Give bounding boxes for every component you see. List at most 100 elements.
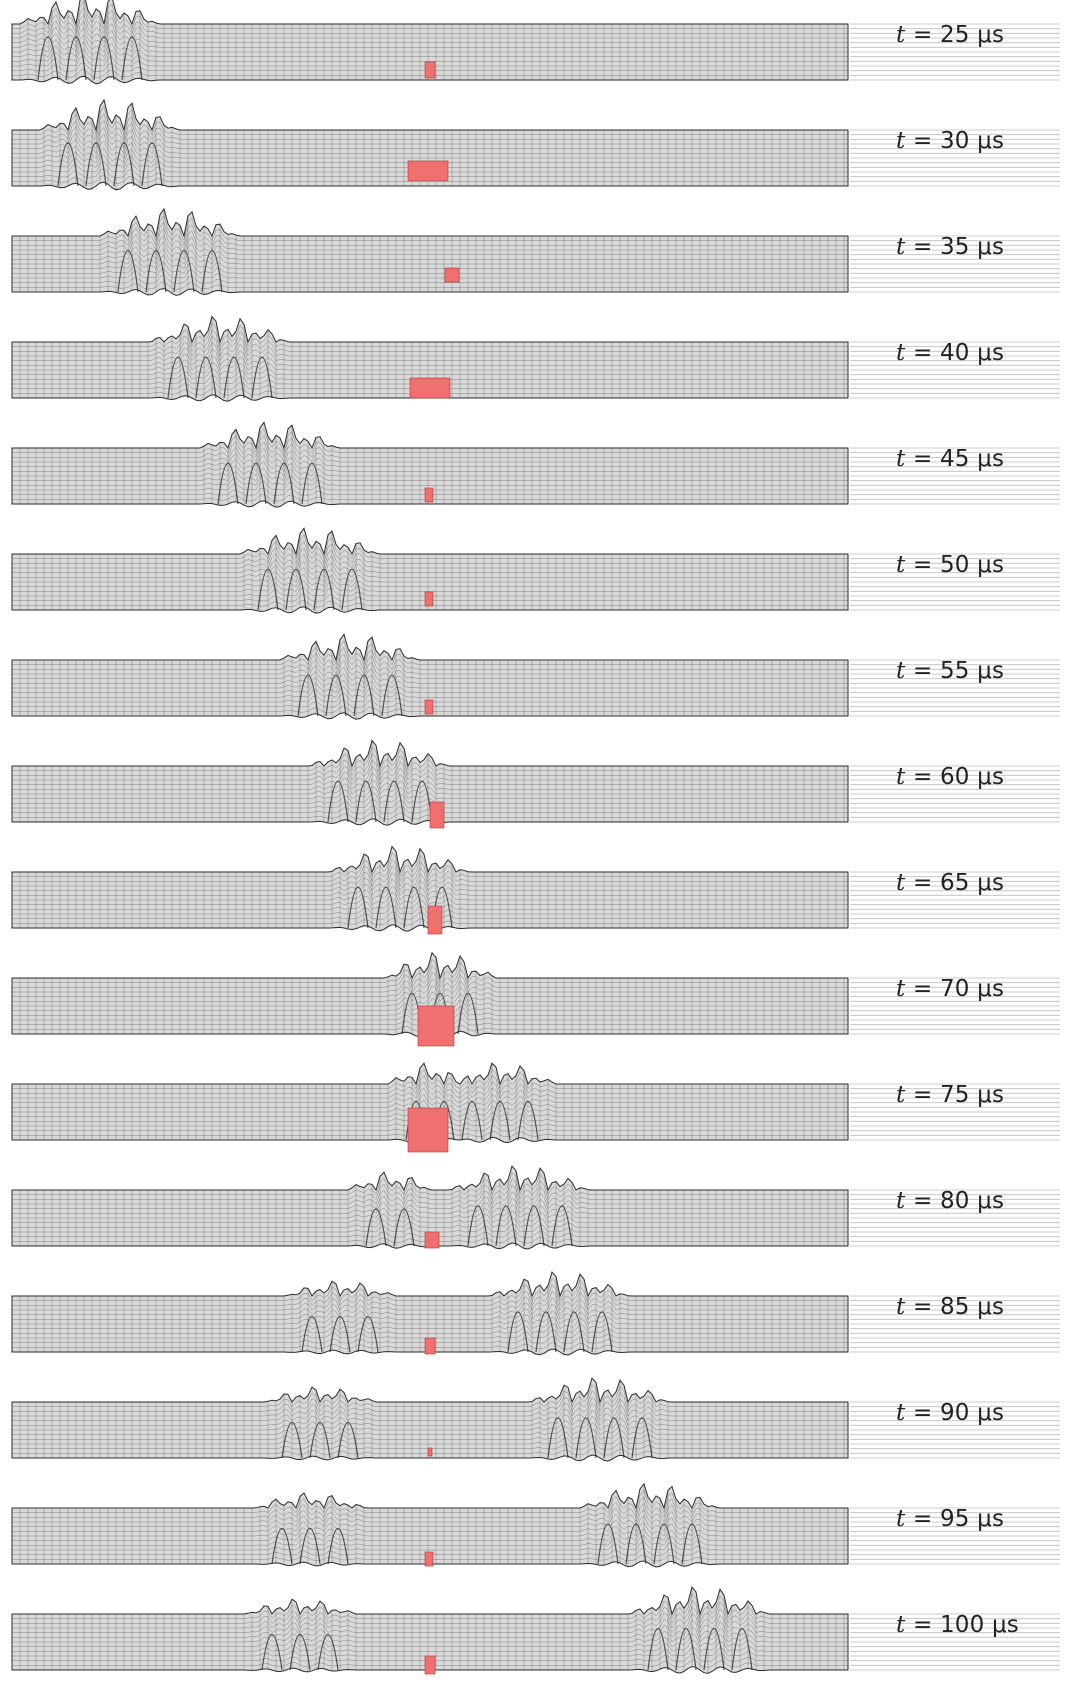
- time-value: 65 μs: [939, 870, 1005, 896]
- plate-mesh: [11, 951, 1060, 1047]
- wave-crest: [381, 674, 403, 717]
- wave-crest: [201, 250, 223, 293]
- undeformed-tail: [850, 129, 1060, 187]
- wave-crest: [325, 674, 347, 717]
- plate-mesh: [11, 1062, 1060, 1153]
- plate-mesh: [11, 1377, 1060, 1462]
- wave-crest: [591, 1311, 613, 1353]
- time-value: 35 μs: [939, 234, 1005, 260]
- time-variable: t: [896, 552, 906, 578]
- wave-crest: [329, 1316, 351, 1353]
- defect-marker: [427, 905, 443, 935]
- wave-crest: [383, 780, 405, 823]
- wave-crest: [299, 1528, 321, 1565]
- wave-crest: [85, 142, 107, 187]
- wave-crest: [467, 1205, 489, 1247]
- time-frame: t = 40 μs: [0, 315, 1068, 424]
- time-label: t = 30 μs: [896, 128, 1046, 154]
- wave-crest: [681, 1523, 703, 1565]
- undeformed-tail: [850, 1613, 1060, 1671]
- time-variable: t: [896, 764, 906, 790]
- defect-marker: [429, 801, 445, 829]
- time-variable: t: [896, 870, 906, 896]
- wave-crest: [113, 142, 135, 187]
- time-value: 30 μs: [939, 128, 1005, 154]
- time-value: 60 μs: [939, 764, 1005, 790]
- wave-crest: [489, 1101, 511, 1141]
- time-label: t = 35 μs: [896, 234, 1046, 260]
- wave-crest: [365, 1208, 387, 1247]
- wave-crest: [285, 568, 307, 611]
- time-frame: t = 95 μs: [0, 1482, 1068, 1590]
- time-variable: t: [896, 22, 906, 48]
- time-frame: t = 80 μs: [0, 1165, 1068, 1272]
- wave-crest: [653, 1523, 675, 1565]
- time-label: t = 70 μs: [896, 976, 1046, 1002]
- wave-crest: [327, 1528, 349, 1565]
- wave-crest: [517, 1101, 539, 1141]
- undeformed-tail: [850, 1507, 1060, 1565]
- wave-crest: [731, 1628, 753, 1671]
- plate-mesh: [11, 421, 1060, 508]
- equals-sign: =: [905, 764, 940, 790]
- time-value: 75 μs: [939, 1082, 1005, 1108]
- defect-marker: [424, 1231, 440, 1249]
- time-frame: t = 60 μs: [0, 739, 1068, 848]
- plate-mesh: [11, 739, 1060, 829]
- undeformed-tail: [850, 447, 1060, 505]
- time-variable: t: [896, 446, 906, 472]
- time-variable: t: [896, 1294, 906, 1320]
- time-value: 70 μs: [939, 976, 1005, 1002]
- wave-crest: [57, 142, 79, 187]
- wave-crest: [273, 462, 295, 505]
- wave-crest: [575, 1417, 597, 1459]
- wave-crest: [403, 886, 425, 929]
- wave-crest: [281, 1422, 303, 1459]
- wave-crest: [457, 992, 479, 1035]
- time-frame: t = 100 μs: [0, 1586, 1068, 1696]
- wave-crest: [495, 1205, 517, 1247]
- equals-sign: =: [905, 870, 940, 896]
- plate-mesh: [11, 1271, 1060, 1356]
- time-variable: t: [896, 128, 906, 154]
- wave-crest: [327, 780, 349, 823]
- wave-crest: [309, 1422, 331, 1459]
- wave-crest: [603, 1417, 625, 1459]
- defect-marker: [424, 699, 434, 715]
- time-frame: t = 30 μs: [0, 98, 1068, 212]
- wave-crest: [375, 886, 397, 929]
- wave-crest: [357, 1316, 379, 1353]
- equals-sign: =: [905, 340, 940, 366]
- wave-crest: [355, 780, 377, 823]
- undeformed-tail: [850, 1083, 1060, 1141]
- plate-mesh: [11, 1165, 1060, 1250]
- time-variable: t: [896, 1188, 906, 1214]
- time-label: t = 50 μs: [896, 552, 1046, 578]
- time-label: t = 95 μs: [896, 1506, 1046, 1532]
- wave-crest: [337, 1422, 359, 1459]
- defect-marker: [417, 1005, 455, 1047]
- defect-marker: [424, 1551, 434, 1567]
- equals-sign: =: [905, 976, 940, 1002]
- equals-sign: =: [905, 1294, 940, 1320]
- undeformed-tail: [850, 1401, 1060, 1459]
- time-value: 40 μs: [939, 340, 1005, 366]
- plate-mesh: [11, 1586, 1060, 1675]
- time-value: 25 μs: [939, 22, 1005, 48]
- wave-crest: [703, 1628, 725, 1671]
- time-value: 45 μs: [939, 446, 1005, 472]
- undeformed-tail: [850, 1295, 1060, 1353]
- wave-crest: [245, 462, 267, 505]
- wave-crest: [289, 1634, 311, 1671]
- time-label: t = 60 μs: [896, 764, 1046, 790]
- wave-crest: [353, 674, 375, 717]
- time-variable: t: [896, 340, 906, 366]
- wave-crest: [261, 1634, 283, 1671]
- time-frame: t = 90 μs: [0, 1377, 1068, 1484]
- plate-mesh: [11, 0, 1060, 85]
- equals-sign: =: [905, 446, 940, 472]
- time-frame: t = 25 μs: [0, 0, 1068, 106]
- time-variable: t: [896, 1082, 906, 1108]
- time-label: t = 90 μs: [896, 1400, 1046, 1426]
